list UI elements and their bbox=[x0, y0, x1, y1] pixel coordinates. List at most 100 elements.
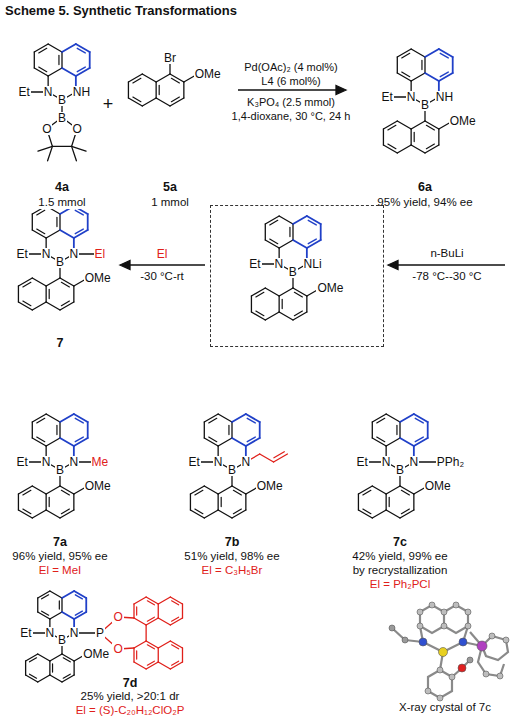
bond-line bbox=[372, 422, 373, 438]
bond-line bbox=[439, 49, 453, 57]
bond-line bbox=[32, 422, 33, 438]
bond-line bbox=[251, 296, 252, 312]
bond-line bbox=[37, 598, 38, 612]
atom-label: NLi bbox=[303, 258, 323, 270]
bond-line bbox=[50, 675, 62, 682]
bond-line bbox=[156, 74, 170, 82]
bond-line bbox=[190, 494, 191, 510]
atom-label: OMe bbox=[316, 282, 344, 294]
bond-line bbox=[58, 55, 59, 64]
atom-label: Et bbox=[248, 258, 261, 270]
bond-line bbox=[383, 145, 397, 153]
bond-line bbox=[18, 510, 32, 518]
bond-line bbox=[42, 611, 49, 615]
bond-line bbox=[147, 617, 154, 621]
bond-line bbox=[386, 438, 400, 446]
bond-line bbox=[49, 289, 50, 298]
bond-line bbox=[25, 661, 26, 675]
bond-line bbox=[410, 129, 411, 145]
bond-line bbox=[274, 452, 284, 458]
bond-line bbox=[320, 224, 322, 240]
bond-line bbox=[133, 78, 141, 83]
bond-line bbox=[75, 595, 82, 599]
bond-line bbox=[61, 598, 62, 612]
bond-line bbox=[60, 302, 74, 310]
condition-text: 95% yield, 94% ee bbox=[376, 197, 473, 209]
bond-line bbox=[77, 48, 85, 53]
bond-line bbox=[411, 121, 425, 129]
bond-line bbox=[232, 486, 246, 494]
bond-line bbox=[413, 494, 414, 510]
bond-line bbox=[74, 414, 88, 422]
bond-line bbox=[294, 292, 302, 297]
bond-line bbox=[377, 437, 385, 442]
atom-label: OMe bbox=[84, 272, 112, 284]
bond-line bbox=[48, 68, 62, 76]
bond-line bbox=[155, 82, 156, 98]
atom-label: Et bbox=[187, 456, 200, 468]
bond-line bbox=[209, 418, 217, 423]
bond-line bbox=[73, 286, 74, 302]
condition-text: -78 °C--30 °C bbox=[411, 271, 482, 283]
bond-line bbox=[32, 214, 33, 230]
bond-line bbox=[46, 278, 60, 286]
bond-line bbox=[46, 486, 60, 494]
bond-line bbox=[60, 438, 74, 446]
bond-line bbox=[146, 662, 158, 669]
bond-line bbox=[87, 214, 89, 230]
bond-line bbox=[32, 230, 46, 238]
bond-line bbox=[48, 44, 62, 52]
bond-line bbox=[46, 438, 60, 446]
bond-line bbox=[247, 437, 255, 442]
bond-line bbox=[45, 494, 46, 510]
bond-line bbox=[18, 494, 19, 510]
bond-line bbox=[204, 486, 218, 494]
bond-line bbox=[158, 604, 159, 618]
bond-line bbox=[231, 422, 232, 438]
atom-label: B bbox=[55, 256, 65, 268]
bond-line bbox=[274, 454, 288, 462]
reaction-arrow bbox=[128, 264, 205, 265]
bond-line bbox=[60, 278, 74, 286]
bond-line bbox=[62, 68, 76, 76]
bond-line bbox=[411, 73, 425, 81]
bond-line bbox=[38, 591, 50, 598]
bond-line bbox=[293, 312, 307, 320]
intermediate-box: EtNBNLiOMe bbox=[210, 205, 384, 347]
bond-line bbox=[74, 612, 86, 619]
bond-line bbox=[217, 494, 218, 510]
condition-text: El bbox=[156, 248, 169, 260]
bond-line bbox=[145, 625, 146, 641]
bond-line bbox=[172, 645, 179, 649]
bond-line bbox=[30, 658, 37, 662]
bond-line bbox=[170, 597, 182, 604]
bond-line bbox=[73, 661, 74, 675]
bond-line bbox=[265, 224, 266, 240]
bond-line bbox=[452, 57, 454, 73]
bond-line bbox=[136, 607, 137, 615]
bond-line bbox=[45, 286, 46, 302]
bond-line bbox=[76, 68, 90, 76]
bond-line bbox=[270, 220, 278, 225]
bond-line bbox=[401, 509, 409, 514]
bond-line bbox=[265, 240, 279, 248]
atom-label: B bbox=[57, 94, 67, 106]
bond-line bbox=[18, 302, 32, 310]
bond-line bbox=[75, 611, 82, 615]
bond-line bbox=[232, 510, 246, 518]
bond-line bbox=[38, 612, 50, 619]
bond-line bbox=[62, 612, 74, 619]
bond-line bbox=[182, 604, 183, 618]
bond-line bbox=[204, 438, 218, 446]
bond-line bbox=[62, 44, 76, 52]
bond-line bbox=[50, 612, 62, 619]
bond-line bbox=[247, 418, 255, 423]
bond-line bbox=[56, 217, 57, 226]
arrow-head bbox=[336, 86, 346, 95]
xray-atoms bbox=[389, 602, 509, 701]
bond-line bbox=[440, 53, 448, 58]
bond-line bbox=[34, 68, 48, 76]
atom-label: OMe bbox=[256, 480, 284, 492]
compound-number: 7b bbox=[224, 536, 241, 549]
